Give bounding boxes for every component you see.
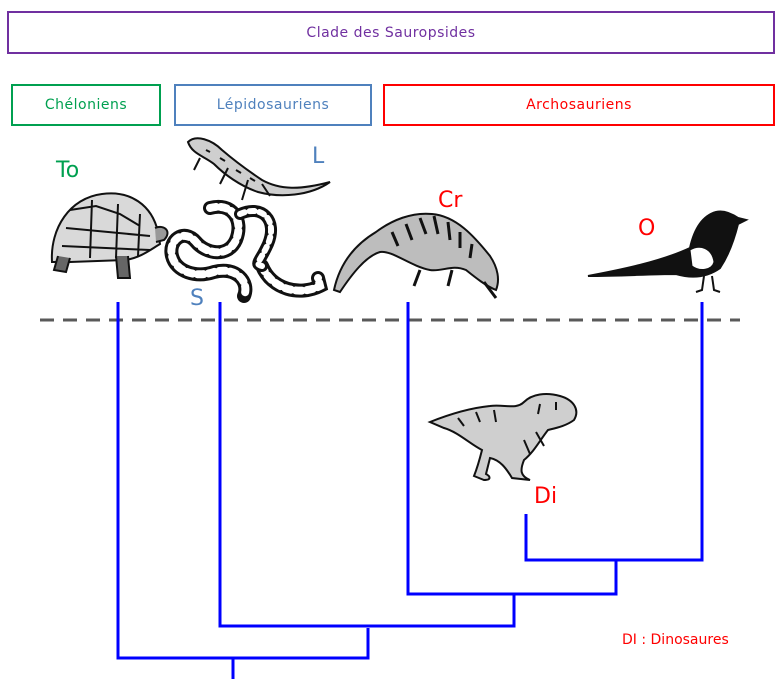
taxon-label-to: To xyxy=(56,158,80,183)
lizard-icon xyxy=(186,137,331,201)
magpie-icon xyxy=(587,210,749,293)
taxon-label-s: S xyxy=(190,286,204,311)
taxon-label-cr: Cr xyxy=(438,188,463,213)
clade-title: Clade des Sauropsides xyxy=(306,24,476,41)
taxon-label-o: O xyxy=(638,216,656,241)
dinosaur-icon xyxy=(427,393,578,482)
group-box-cheloniens: Chéloniens xyxy=(11,84,161,126)
group-box-lepidosauriens: Lépidosauriens xyxy=(174,84,372,126)
crocodile-icon xyxy=(332,212,499,299)
group-label-cheloniens: Chéloniens xyxy=(44,97,128,113)
group-label-archosauriens: Archosauriens xyxy=(526,97,632,113)
legend-dinosaures: DI : Dinosaures xyxy=(622,632,729,648)
phylogenetic-tree xyxy=(116,302,704,679)
group-box-archosauriens: Archosauriens xyxy=(383,84,775,126)
taxon-label-l: L xyxy=(312,144,325,169)
snake-icon xyxy=(164,199,329,303)
group-label-lepidosauriens: Lépidosauriens xyxy=(216,97,330,113)
clade-title-box: Clade des Sauropsides xyxy=(7,11,775,54)
turtle-icon xyxy=(50,192,169,279)
taxon-label-di: Di xyxy=(534,484,558,509)
